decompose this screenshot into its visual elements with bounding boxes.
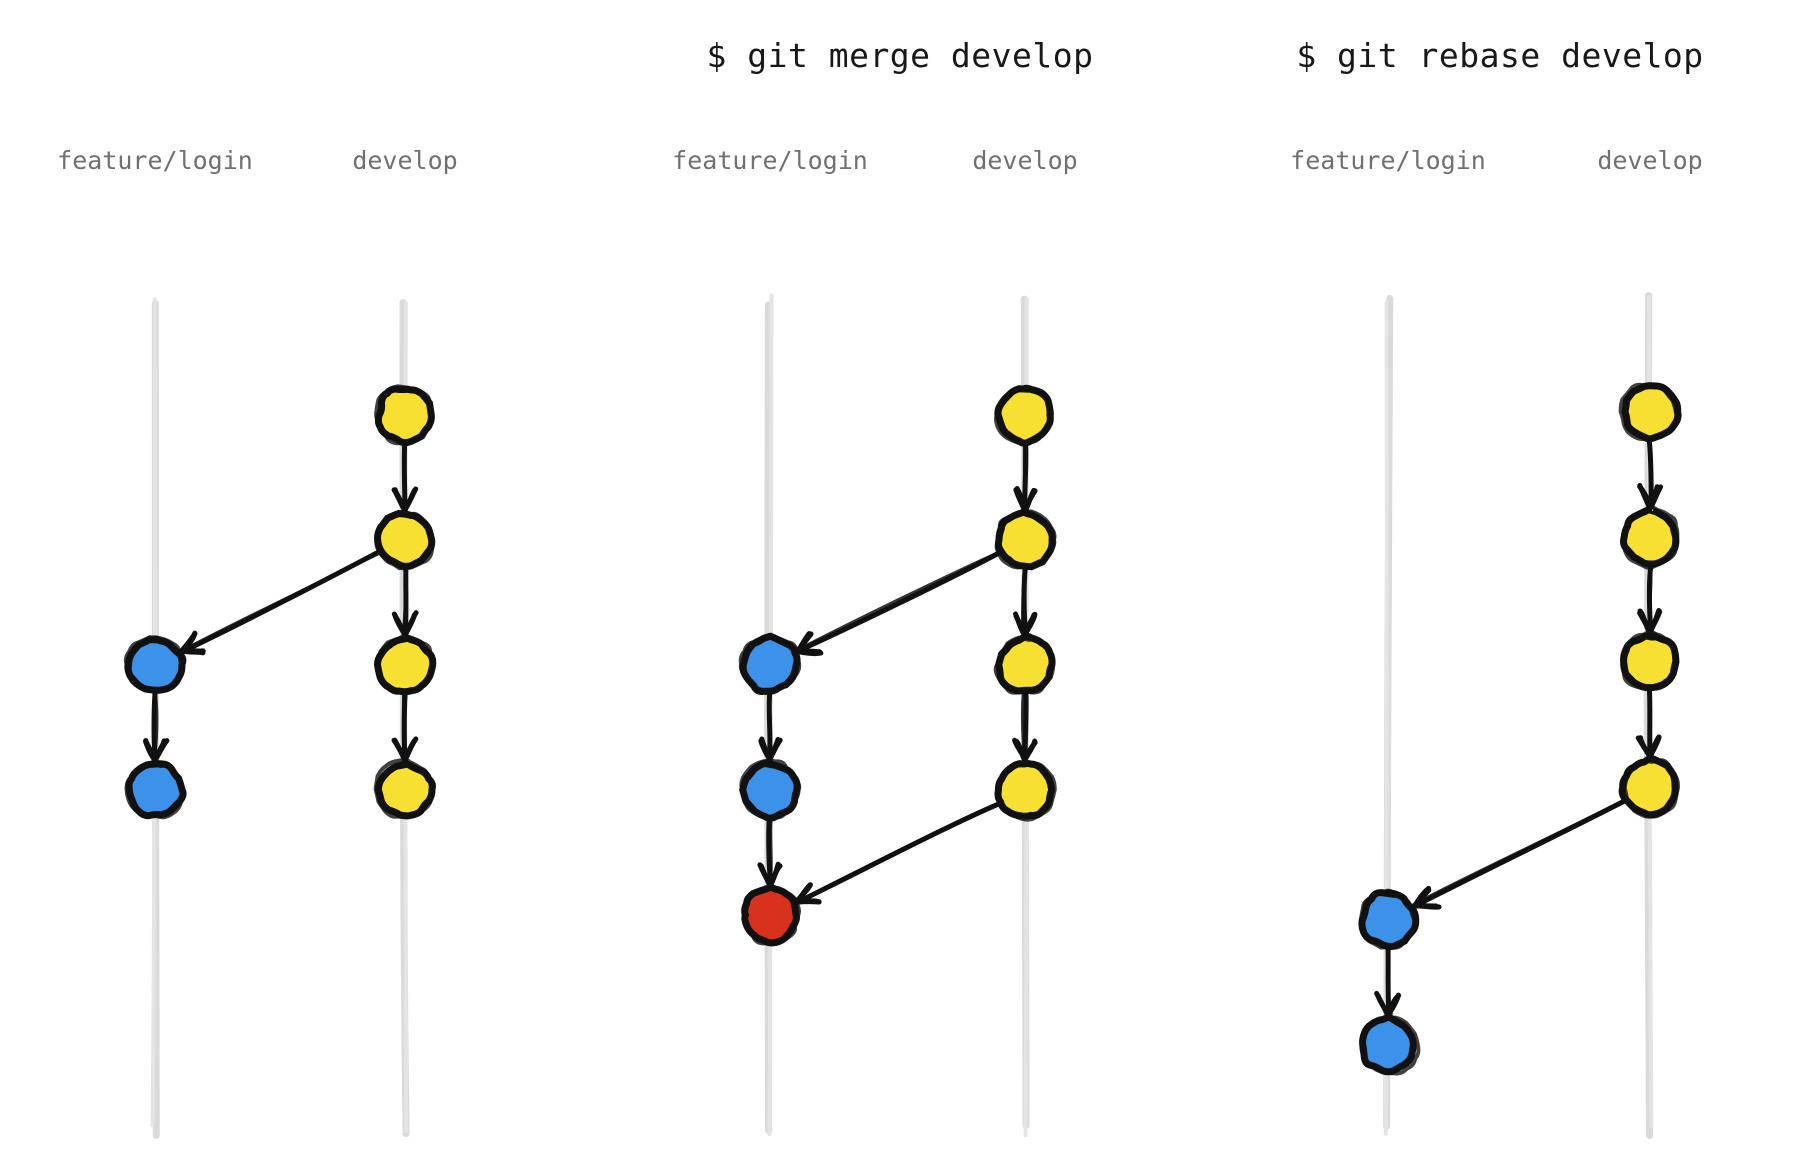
commit-outline-sketch	[1621, 505, 1680, 570]
commit-fill	[380, 390, 430, 440]
branch-label-develop: develop	[972, 146, 1078, 175]
commit-node-yellow[interactable]	[1618, 382, 1682, 443]
commit-outline-sketch	[375, 633, 435, 696]
commit-outline-sketch	[1358, 888, 1417, 950]
commit-fill	[1625, 762, 1675, 812]
commit-outline-sketch	[373, 757, 434, 819]
commit-fill	[1000, 515, 1050, 565]
commit-fill	[1363, 1020, 1413, 1070]
commit-outline-sketch	[738, 632, 802, 692]
commit-edge	[179, 549, 382, 656]
commit-fill	[380, 515, 430, 565]
commit-outline-sketch	[124, 758, 185, 820]
commit-node-yellow[interactable]	[994, 384, 1054, 447]
commit-node-yellow[interactable]	[994, 504, 1057, 571]
branch-label-feature-login: feature/login	[672, 146, 868, 175]
commit-node-blue[interactable]	[738, 632, 802, 695]
commit-fill	[1000, 765, 1050, 815]
commit-fill	[1363, 895, 1413, 945]
branch-label-develop: develop	[352, 146, 458, 175]
commit-fill	[1625, 637, 1675, 687]
panel-before: feature/login develop	[0, 0, 600, 1167]
commit-node-blue[interactable]	[124, 758, 187, 820]
commit-node-yellow[interactable]	[374, 633, 437, 696]
commit-fill	[745, 765, 795, 815]
commit-edge	[1411, 798, 1628, 910]
commit-node-blue[interactable]	[1358, 888, 1420, 951]
commit-edge	[1013, 567, 1038, 638]
commit-edge	[143, 690, 170, 764]
commit-node-yellow[interactable]	[374, 384, 435, 447]
commit-edge	[1637, 563, 1663, 636]
commit-outline-sketch	[1359, 1013, 1421, 1076]
commit-node-yellow[interactable]	[994, 759, 1057, 822]
commit-edge	[391, 565, 419, 639]
panel-title-merge: $ git merge develop	[706, 36, 1094, 75]
panel-merge: $ git merge develop feature/login develo…	[600, 0, 1200, 1167]
branch-label-feature-login: feature/login	[57, 146, 253, 175]
branch-label-feature-login: feature/login	[1290, 146, 1486, 175]
commit-node-yellow[interactable]	[993, 632, 1056, 695]
commit-outline-sketch	[1622, 758, 1680, 819]
git-graph-merge	[738, 293, 1057, 1138]
commit-edge	[793, 801, 1002, 906]
commit-fill	[1000, 390, 1050, 440]
panel-rebase: $ git rebase develop feature/login devel…	[1200, 0, 1800, 1167]
commit-edge	[1374, 945, 1402, 1018]
commit-fill	[1625, 387, 1675, 437]
commit-outline-sketch	[374, 511, 436, 571]
commit-node-yellow[interactable]	[373, 757, 436, 820]
commit-node-yellow[interactable]	[1618, 754, 1680, 819]
commit-node-yellow[interactable]	[374, 509, 436, 571]
commit-edge	[1635, 688, 1662, 760]
commit-fill	[130, 765, 180, 815]
branch-label-develop: develop	[1597, 146, 1703, 175]
commit-fill	[1000, 640, 1050, 690]
commit-fill	[745, 890, 795, 940]
commit-fill	[745, 640, 795, 690]
commit-edge	[1637, 438, 1664, 511]
commit-outline-sketch	[1618, 382, 1679, 442]
commit-outline-sketch	[123, 635, 184, 693]
commit-outline-sketch	[1620, 629, 1680, 691]
commit-outline-sketch	[993, 635, 1056, 695]
commit-node-red[interactable]	[741, 882, 802, 947]
commit-edge	[757, 816, 783, 888]
commit-fill	[380, 640, 430, 690]
commit-fill	[380, 765, 430, 815]
commit-node-blue[interactable]	[1359, 1013, 1421, 1076]
panel-title-rebase: $ git rebase develop	[1296, 36, 1704, 75]
commit-fill	[130, 640, 180, 690]
commit-node-yellow[interactable]	[1620, 505, 1680, 570]
commit-outline-sketch	[994, 504, 1057, 570]
commit-edge	[391, 689, 419, 764]
commit-edge	[758, 690, 783, 764]
commit-outline-sketch	[374, 384, 434, 446]
commit-node-blue[interactable]	[739, 758, 802, 822]
git-graph-before	[123, 297, 437, 1139]
commit-outline-sketch	[741, 882, 802, 946]
commit-node-yellow[interactable]	[1620, 629, 1680, 692]
commit-fill	[1625, 512, 1675, 562]
commit-outline-sketch	[994, 385, 1054, 446]
git-graph-rebase	[1358, 292, 1682, 1139]
commit-outline-sketch	[996, 759, 1057, 822]
commit-node-blue[interactable]	[123, 635, 187, 694]
commit-outline-sketch	[739, 758, 802, 820]
commit-edge	[1012, 692, 1038, 764]
commit-edge	[1013, 441, 1038, 514]
commit-edge	[793, 550, 1003, 657]
commit-edge	[391, 441, 419, 513]
